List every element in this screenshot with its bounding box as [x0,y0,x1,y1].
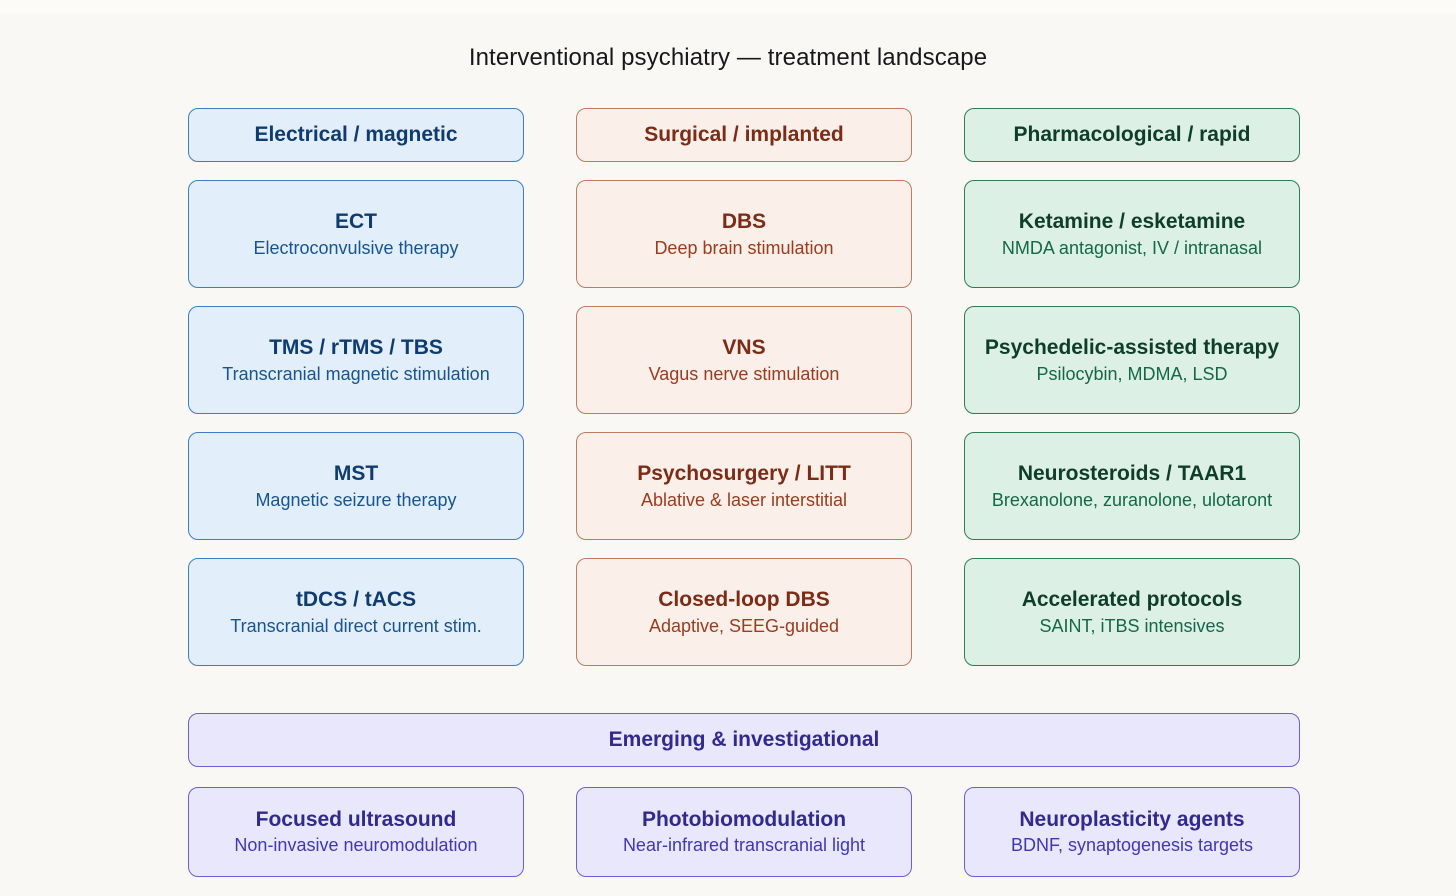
card-title: Photobiomodulation [641,808,847,832]
page-title: Interventional psychiatry — treatment la… [468,44,988,71]
card-title: Psychosurgery / LITT [637,461,851,485]
card-closed-loop-dbs[interactable]: Closed-loop DBS Adaptive, SEEG-guided [576,558,912,666]
card-tdcs[interactable]: tDCS / tACS Transcranial direct current … [188,558,524,666]
card-vns[interactable]: VNS Vagus nerve stimulation [576,306,912,414]
card-title: ECT [335,209,377,233]
card-tms[interactable]: TMS / rTMS / TBS Transcranial magnetic s… [188,306,524,414]
column-header-electrical[interactable]: Electrical / magnetic [188,108,524,162]
card-title: VNS [722,335,766,359]
card-focused-ultrasound[interactable]: Focused ultrasound Non-invasive neuromod… [188,787,524,877]
card-accelerated-protocols[interactable]: Accelerated protocols SAINT, iTBS intens… [964,558,1300,666]
column-header-pharmacological[interactable]: Pharmacological / rapid [964,108,1300,162]
card-title: Neurosteroids / TAAR1 [1017,461,1247,485]
card-title: MST [333,461,379,485]
card-subtitle: Deep brain stimulation [654,237,834,258]
card-subtitle: Transcranial magnetic stimulation [222,363,490,384]
card-title: Neuroplasticity agents [1019,808,1245,832]
card-subtitle: Electroconvulsive therapy [253,237,459,258]
card-subtitle: Brexanolone, zuranolone, ulotaront [991,489,1273,510]
card-title: Ketamine / esketamine [1018,209,1246,233]
card-title: TMS / rTMS / TBS [269,335,443,359]
emerging-cell: Photobiomodulation Near-infrared transcr… [576,787,912,877]
column-header-label: Surgical / implanted [644,123,844,146]
card-psychosurgery[interactable]: Psychosurgery / LITT Ablative & laser in… [576,432,912,540]
card-neurosteroids[interactable]: Neurosteroids / TAAR1 Brexanolone, zuran… [964,432,1300,540]
card-photobiomodulation[interactable]: Photobiomodulation Near-infrared transcr… [576,787,912,877]
column-pharmacological: Pharmacological / rapid Ketamine / esket… [964,108,1300,666]
card-subtitle: Near-infrared transcranial light [622,835,866,856]
card-title: Psychedelic-assisted therapy [984,335,1280,359]
card-title: Focused ultrasound [255,808,457,832]
card-subtitle: NMDA antagonist, IV / intranasal [1001,237,1263,258]
card-subtitle: Non-invasive neuromodulation [234,835,478,856]
emerging-cards-row: Focused ultrasound Non-invasive neuromod… [188,787,1300,877]
card-subtitle: SAINT, iTBS intensives [1039,615,1225,636]
card-title: tDCS / tACS [295,587,417,611]
card-dbs[interactable]: DBS Deep brain stimulation [576,180,912,288]
column-surgical: Surgical / implanted DBS Deep brain stim… [576,108,912,666]
card-subtitle: Transcranial direct current stim. [230,615,482,636]
column-header-label: Electrical / magnetic [254,123,458,146]
column-electrical: Electrical / magnetic ECT Electroconvuls… [188,108,524,666]
column-header-label: Pharmacological / rapid [1013,123,1251,146]
emerging-section-label: Emerging & investigational [608,728,880,751]
card-title: DBS [721,209,767,233]
card-subtitle: Psilocybin, MDMA, LSD [1036,363,1228,384]
top-strip [0,0,1456,14]
card-subtitle: BDNF, synaptogenesis targets [1010,835,1254,856]
card-subtitle: Ablative & laser interstitial [640,489,848,510]
emerging-cell: Focused ultrasound Non-invasive neuromod… [188,787,524,877]
card-psychedelic[interactable]: Psychedelic-assisted therapy Psilocybin,… [964,306,1300,414]
card-title: Closed-loop DBS [658,587,830,611]
card-ketamine[interactable]: Ketamine / esketamine NMDA antagonist, I… [964,180,1300,288]
emerging-cell: Neuroplasticity agents BDNF, synaptogene… [964,787,1300,877]
card-subtitle: Magnetic seizure therapy [255,489,457,510]
category-columns: Electrical / magnetic ECT Electroconvuls… [188,108,1300,666]
column-header-surgical[interactable]: Surgical / implanted [576,108,912,162]
card-ect[interactable]: ECT Electroconvulsive therapy [188,180,524,288]
card-mst[interactable]: MST Magnetic seizure therapy [188,432,524,540]
emerging-section-header[interactable]: Emerging & investigational [188,713,1300,767]
emerging-section: Emerging & investigational Focused ultra… [188,713,1300,877]
card-title: Accelerated protocols [1021,587,1243,611]
card-subtitle: Adaptive, SEEG-guided [648,615,840,636]
card-neuroplasticity-agents[interactable]: Neuroplasticity agents BDNF, synaptogene… [964,787,1300,877]
card-subtitle: Vagus nerve stimulation [648,363,840,384]
